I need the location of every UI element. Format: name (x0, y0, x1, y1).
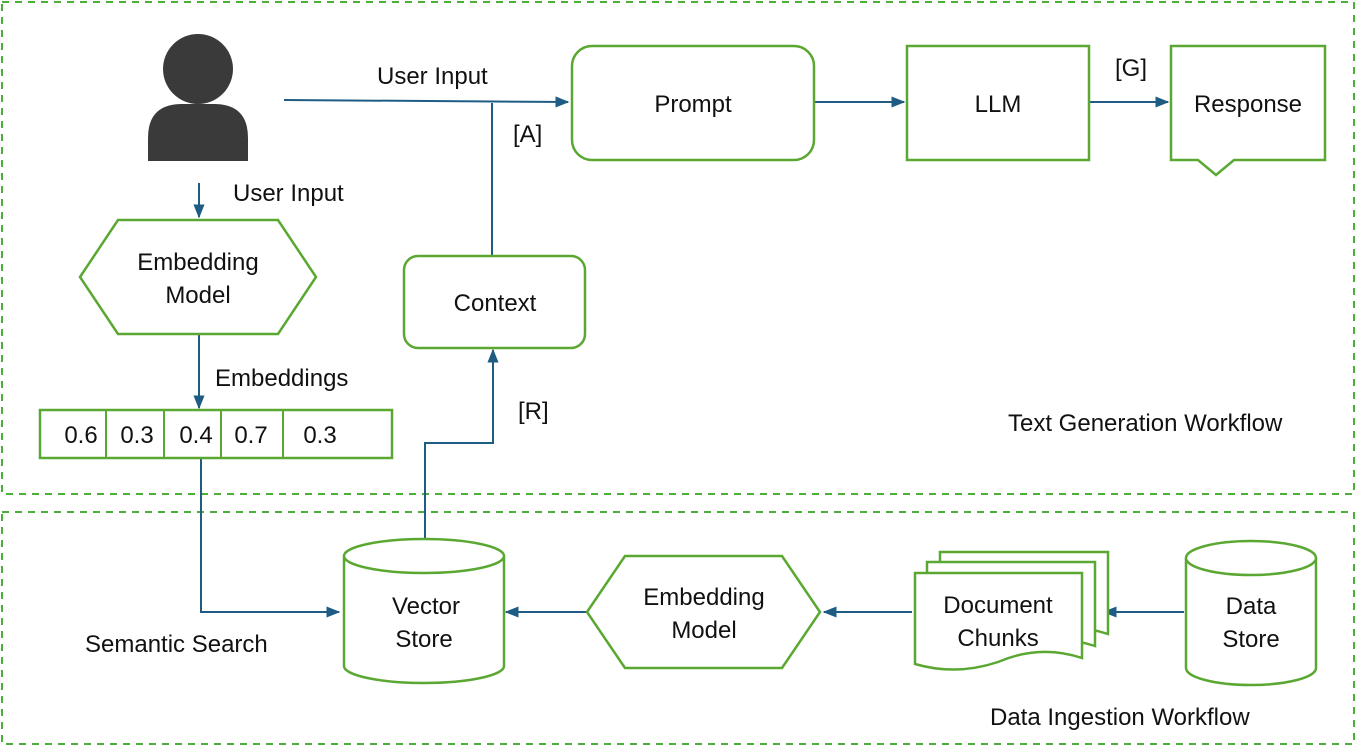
embedding-vector: 0.6 0.3 0.4 0.7 0.3 (38, 408, 394, 460)
vector-store-line1: Vector (392, 593, 460, 620)
semantic-search-label: Semantic Search (85, 631, 268, 658)
response-box (1169, 44, 1327, 177)
embedding-vector-box (38, 408, 394, 460)
document-chunks: Document Chunks (913, 550, 1110, 671)
prompt-box (570, 44, 816, 162)
user-input-label-side: User Input (233, 180, 344, 207)
embedding-model-top-line1: Embedding (137, 249, 258, 276)
data-store-line2: Store (1222, 626, 1279, 653)
arrow-user-to-prompt (283, 96, 570, 108)
embedding-model-top (78, 218, 318, 336)
vector-store: Vector Store (342, 537, 506, 685)
text-generation-region (1, 1, 1355, 495)
label-a: [A] (513, 121, 542, 148)
arrow-semantic-search (200, 458, 341, 618)
document-chunks-line1: Document (943, 592, 1053, 619)
llm-box (905, 44, 1091, 162)
embedding-model-bottom-line2: Model (671, 617, 736, 644)
context-label: Context (454, 290, 537, 317)
user-icon (148, 34, 248, 161)
embedding-model-bottom (585, 554, 822, 670)
label-r: [R] (518, 398, 549, 425)
vector-store-line2: Store (395, 626, 452, 653)
label-g: [G] (1115, 55, 1147, 82)
embeddings-label: Embeddings (215, 365, 348, 392)
vector-cell: 0.3 (303, 422, 336, 449)
llm-label: LLM (975, 91, 1022, 118)
document-chunks-line2: Chunks (957, 625, 1038, 652)
response-label: Response (1194, 91, 1302, 118)
text-generation-workflow-label: Text Generation Workflow (1008, 410, 1283, 437)
vector-cell: 0.7 (234, 422, 267, 449)
data-store-line1: Data (1226, 593, 1277, 620)
embedding-model-top-line2: Model (165, 282, 230, 309)
prompt-label: Prompt (654, 91, 732, 118)
context-box (402, 254, 587, 350)
data-ingestion-region (1, 511, 1355, 745)
data-store: Data Store (1184, 539, 1318, 687)
vector-cell: 0.6 (64, 422, 97, 449)
arrow-vector-to-context (424, 348, 499, 545)
data-ingestion-workflow-label: Data Ingestion Workflow (990, 704, 1250, 731)
vector-cell: 0.4 (179, 422, 212, 449)
user-input-label-top: User Input (377, 63, 488, 90)
embedding-model-bottom-line1: Embedding (643, 584, 764, 611)
vector-cell: 0.3 (120, 422, 153, 449)
